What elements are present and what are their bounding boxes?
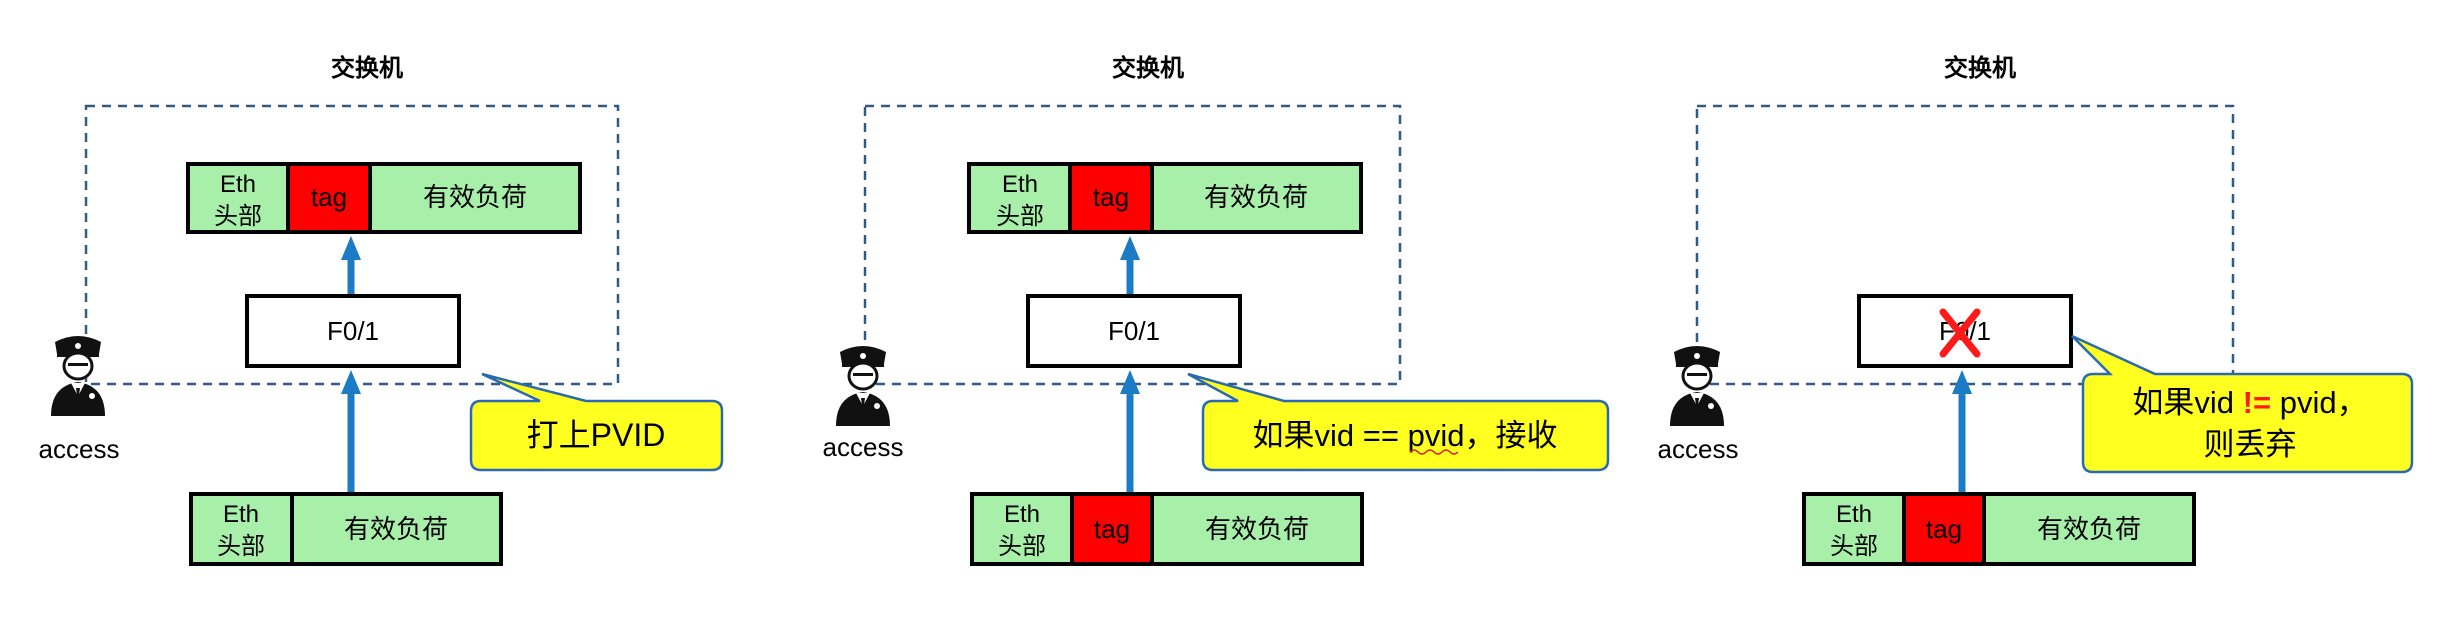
- header-label: 头部: [998, 533, 1046, 560]
- bottom-frame: Eth 头部 tag 有效负荷: [970, 492, 1364, 566]
- header-label: 头部: [1830, 533, 1878, 560]
- payload-label: 有效负荷: [2037, 514, 2141, 544]
- callout-text: 如果vid != pvid，: [2132, 385, 2367, 420]
- red-cross-icon: [1939, 308, 1981, 358]
- eth-label: Eth: [220, 171, 256, 198]
- police-officer-icon: [49, 334, 107, 418]
- frame-box: [186, 162, 582, 234]
- frame-box: [970, 492, 1364, 566]
- tag-label: tag: [1093, 182, 1129, 212]
- top-frame: Eth 头部 tag 有效负荷: [186, 162, 582, 234]
- payload-label: 有效负荷: [1205, 514, 1309, 544]
- callout: 如果vid == pvid，接收: [1187, 372, 1610, 472]
- frame-box: [1802, 492, 2196, 566]
- bottom-frame: Eth 头部 tag 有效负荷: [1802, 492, 2196, 566]
- access-label: access: [39, 434, 120, 464]
- port-label: F0/1: [1108, 316, 1160, 346]
- panel-2: 交换机 Eth 头部 tag 有效负荷 F0/1 Eth 头部 tag 有效负荷: [823, 54, 1610, 566]
- tag-field: [1068, 162, 1154, 234]
- panel-1: 交换机 Eth 头部 tag 有效负荷 F0/1 Eth 头部 有效负荷: [39, 54, 724, 566]
- header-label: 头部: [214, 203, 262, 230]
- switch-boundary: [1695, 104, 2235, 386]
- spellcheck-underline: [1409, 449, 1459, 455]
- tag-field: [1070, 492, 1154, 566]
- tag-label: tag: [1094, 514, 1130, 544]
- tag-label: tag: [1926, 514, 1962, 544]
- payload-label: 有效负荷: [1204, 182, 1308, 212]
- port-label: F0/1: [327, 316, 379, 346]
- police-officer-icon: [1668, 344, 1726, 428]
- port-box: [1026, 294, 1242, 368]
- access-label: access: [823, 432, 904, 462]
- arrow-head: [1120, 370, 1140, 394]
- switch-label: 交换机: [331, 54, 403, 82]
- callout-text-part: pvid，: [2271, 385, 2367, 420]
- header-label: 头部: [217, 533, 265, 560]
- top-frame: Eth 头部 tag 有效负荷: [967, 162, 1363, 234]
- callout: 如果vid != pvid， 则丢弃: [2071, 334, 2414, 474]
- eth-label: Eth: [223, 501, 259, 528]
- tag-field: [1902, 492, 1986, 566]
- payload-label: 有效负荷: [344, 514, 448, 544]
- arrow-head: [1120, 236, 1140, 260]
- tag-field: [286, 162, 372, 234]
- header-label: 头部: [996, 203, 1044, 230]
- payload-label: 有效负荷: [423, 182, 527, 212]
- switch-label: 交换机: [1944, 54, 2016, 82]
- arrow-head: [1952, 370, 1972, 394]
- bottom-frame: Eth 头部 有效负荷: [189, 492, 503, 566]
- not-equal-operator: !=: [2243, 385, 2271, 420]
- panel-3: 交换机 F0/1 Eth 头部 tag 有效负荷 如果vid != pvid， …: [1658, 54, 2414, 566]
- eth-label: Eth: [1002, 171, 1038, 198]
- callout-bubble: [1187, 372, 1610, 472]
- police-officer-icon: [834, 344, 892, 428]
- callout-bubble: [2071, 334, 2414, 474]
- eth-label: Eth: [1004, 501, 1040, 528]
- access-label: access: [1658, 434, 1739, 464]
- switch-label: 交换机: [1112, 54, 1184, 82]
- eth-label: Eth: [1836, 501, 1872, 528]
- frame-box: [967, 162, 1363, 234]
- tag-label: tag: [311, 182, 347, 212]
- port-box: [245, 294, 461, 368]
- callout: 打上PVID: [469, 372, 724, 472]
- callout-text: 打上PVID: [527, 417, 666, 453]
- callout-text: 如果vid == pvid，接收: [1253, 418, 1558, 453]
- arrow-head: [341, 370, 361, 394]
- callout-text-part: 如果vid: [2132, 385, 2242, 420]
- frame-box: [189, 492, 503, 566]
- callout-text-line2: 则丢弃: [2204, 427, 2297, 462]
- arrow-head: [341, 236, 361, 260]
- callout-bubble: [469, 372, 724, 472]
